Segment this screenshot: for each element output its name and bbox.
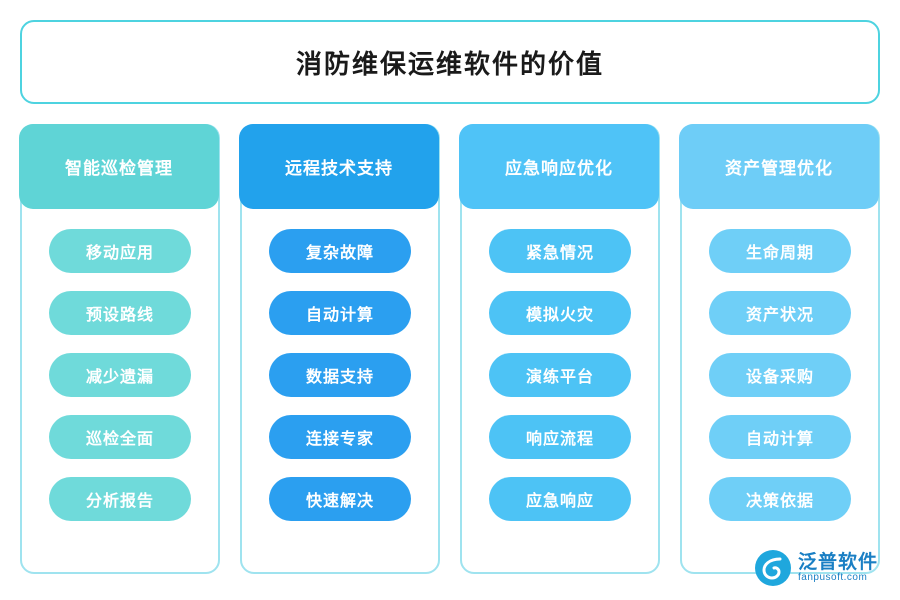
column-remote-support: 远程技术支持 复杂故障 自动计算 数据支持 连接专家 快速解决 [239,124,440,574]
logo-domain: fanpusoft.com [797,571,868,583]
column-items: 生命周期 资产状况 设备采购 自动计算 决策依据 [709,229,851,521]
page-title: 消防维保运维软件的价值 [295,48,604,79]
list-item: 自动计算 [269,291,411,335]
column-intelligent-inspection: 智能巡检管理 移动应用 预设路线 减少遗漏 巡检全面 分析报告 [19,124,220,574]
list-item: 决策依据 [709,477,851,521]
logo-swirl-icon [754,550,791,586]
list-item: 巡检全面 [49,415,191,459]
list-item: 减少遗漏 [49,353,191,397]
column-header: 智能巡检管理 [19,124,219,209]
list-item: 设备采购 [709,353,851,397]
list-item: 移动应用 [49,229,191,273]
list-item: 连接专家 [269,415,411,459]
list-item: 复杂故障 [269,229,411,273]
columns-container: 智能巡检管理 移动应用 预设路线 减少遗漏 巡检全面 分析报告 远程技术支持 复… [19,124,880,574]
list-item: 数据支持 [269,353,411,397]
list-item: 预设路线 [49,291,191,335]
column-emergency-response: 应急响应优化 紧急情况 模拟火灾 演练平台 响应流程 应急响应 [459,124,660,574]
list-item: 模拟火灾 [489,291,631,335]
column-header: 应急响应优化 [459,124,659,209]
column-items: 移动应用 预设路线 减少遗漏 巡检全面 分析报告 [49,229,191,521]
column-items: 紧急情况 模拟火灾 演练平台 响应流程 应急响应 [489,229,631,521]
logo-name: 泛普软件 [797,551,878,573]
list-item: 分析报告 [49,477,191,521]
logo-text: 泛普软件 fanpusoft.com [797,551,878,583]
list-item: 紧急情况 [489,229,631,273]
brand-logo: 泛普软件 fanpusoft.com [754,550,878,586]
column-items: 复杂故障 自动计算 数据支持 连接专家 快速解决 [269,229,411,521]
list-item: 生命周期 [709,229,851,273]
list-item: 资产状况 [709,291,851,335]
list-item: 自动计算 [709,415,851,459]
list-item: 演练平台 [489,353,631,397]
column-asset-management: 资产管理优化 生命周期 资产状况 设备采购 自动计算 决策依据 [679,124,880,574]
list-item: 响应流程 [489,415,631,459]
list-item: 应急响应 [489,477,631,521]
column-header: 资产管理优化 [679,124,879,209]
title-banner: 消防维保运维软件的价值 [20,20,880,104]
column-header: 远程技术支持 [239,124,439,209]
list-item: 快速解决 [269,477,411,521]
